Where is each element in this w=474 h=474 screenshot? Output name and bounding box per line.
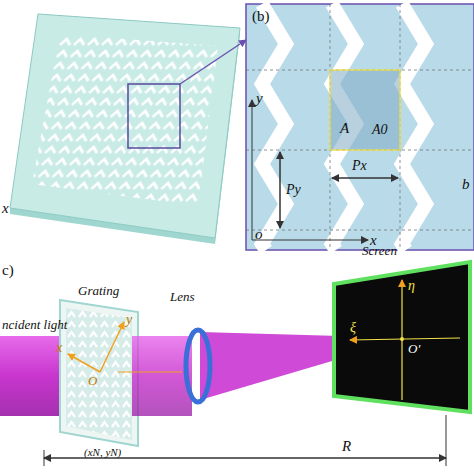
area-label: A xyxy=(340,120,349,137)
period-label: Py xyxy=(286,182,301,197)
coordinate-label: (xN, yN) xyxy=(84,446,121,458)
axis-label: y xyxy=(256,90,263,107)
axis-label: ξ xyxy=(350,320,356,335)
area-label: A0 xyxy=(372,122,388,137)
cut-label: b xyxy=(462,176,470,193)
panel-label: c) xyxy=(2,262,14,279)
origin-label: O xyxy=(88,374,97,388)
origin-label: o xyxy=(255,226,263,243)
axis-label: y xyxy=(126,312,132,327)
origin-label: O' xyxy=(408,342,420,356)
axis-label: x xyxy=(56,340,62,355)
axis-label: x xyxy=(2,200,9,217)
part-name: Screen xyxy=(362,244,397,258)
dimension-label: R xyxy=(340,438,353,455)
part-name: Lens xyxy=(170,290,195,304)
axis-label: η xyxy=(408,278,415,293)
panel-label: (b) xyxy=(252,8,270,25)
part-name: ncident light xyxy=(2,318,67,332)
period-label: Px xyxy=(352,158,367,173)
part-name: Grating xyxy=(78,284,119,298)
